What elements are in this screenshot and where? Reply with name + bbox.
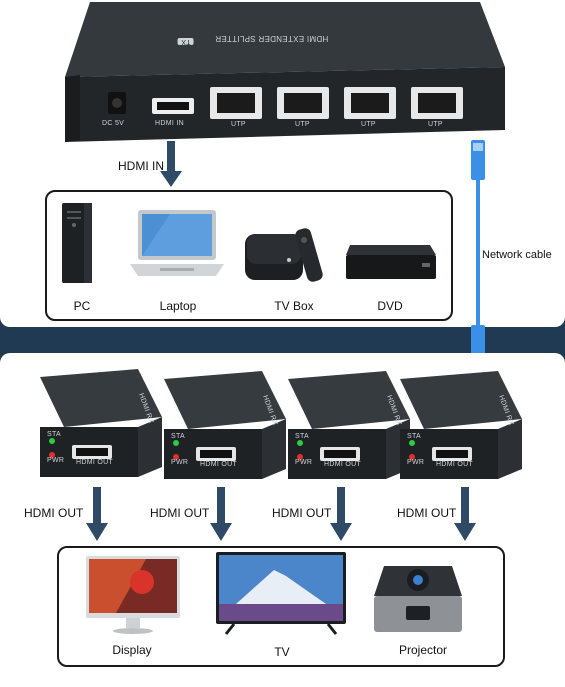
hdmi-out-arrow-2: [210, 487, 232, 541]
port-label-utp-1: UTP: [231, 121, 246, 128]
receiver-4-sta: STA: [407, 433, 421, 440]
receiver-device-4: [400, 371, 522, 479]
receiver-2-port: HDMI OUT: [200, 461, 238, 468]
hdmi-in-label: HDMI IN: [118, 159, 164, 173]
tv-box-icon: [245, 228, 323, 282]
output-label-tv: TV: [274, 645, 290, 659]
hdmi-in-arrow: [160, 141, 182, 187]
hdmi-out-label-1: HDMI OUT: [24, 506, 84, 520]
splitter-tx-badge: TX: [178, 38, 194, 45]
receiver-3-sta: STA: [295, 433, 309, 440]
output-label-display: Display: [112, 643, 152, 657]
output-label-projector: Projector: [398, 643, 448, 657]
tv-icon: [216, 552, 346, 635]
port-label-utp-4: UTP: [428, 121, 443, 128]
port-label-utp-3: UTP: [361, 121, 376, 128]
port-label-hdmi-in: HDMI IN: [155, 120, 184, 127]
receiver-2-pwr: PWR: [171, 459, 189, 466]
source-label-laptop: Laptop: [159, 299, 197, 313]
source-label-tv-box: TV Box: [274, 299, 314, 313]
hdmi-out-label-3: HDMI OUT: [272, 506, 332, 520]
receiver-1-pwr: PWR: [47, 457, 65, 464]
receiver-4-port: HDMI OUT: [436, 461, 474, 468]
receiver-3-pwr: PWR: [295, 459, 313, 466]
receiver-3-port: HDMI OUT: [324, 461, 362, 468]
receiver-device-2: [164, 371, 286, 479]
projector-icon: [374, 566, 462, 632]
splitter-top-text: HDMI EXTENDER SPLITTER: [215, 34, 329, 43]
pc-icon: [62, 203, 92, 283]
hdmi-out-label-2: HDMI OUT: [150, 506, 210, 520]
receiver-device-3: [288, 371, 410, 479]
source-label-dvd: DVD: [377, 299, 403, 313]
hdmi-out-label-4: HDMI OUT: [397, 506, 457, 520]
receiver-1-port: HDMI OUT: [76, 459, 114, 466]
hdmi-splitter-device: [65, 2, 505, 142]
dvd-player-icon: [346, 245, 436, 279]
hdmi-out-arrow-4: [454, 487, 476, 541]
receiver-device-1: [40, 369, 162, 477]
port-label-utp-2: UTP: [295, 121, 310, 128]
receiver-4-pwr: PWR: [407, 459, 425, 466]
receiver-1-sta: STA: [47, 431, 61, 438]
hdmi-out-arrow-3: [330, 487, 352, 541]
source-label-pc: PC: [73, 299, 91, 313]
top-panel: HDMI EXTENDER SPLITTER TX DC 5V HDMI IN …: [0, 0, 565, 327]
network-cable-label: Network cable: [482, 249, 552, 261]
bottom-panel: STA PWR HDMI OUT STA PWR HDMI OUT STA PW…: [0, 353, 565, 687]
display-icon: [86, 556, 180, 634]
laptop-icon: [130, 210, 224, 276]
hdmi-out-arrow-1: [86, 487, 108, 541]
port-label-dc: DC 5V: [102, 120, 125, 127]
receiver-2-sta: STA: [171, 433, 185, 440]
